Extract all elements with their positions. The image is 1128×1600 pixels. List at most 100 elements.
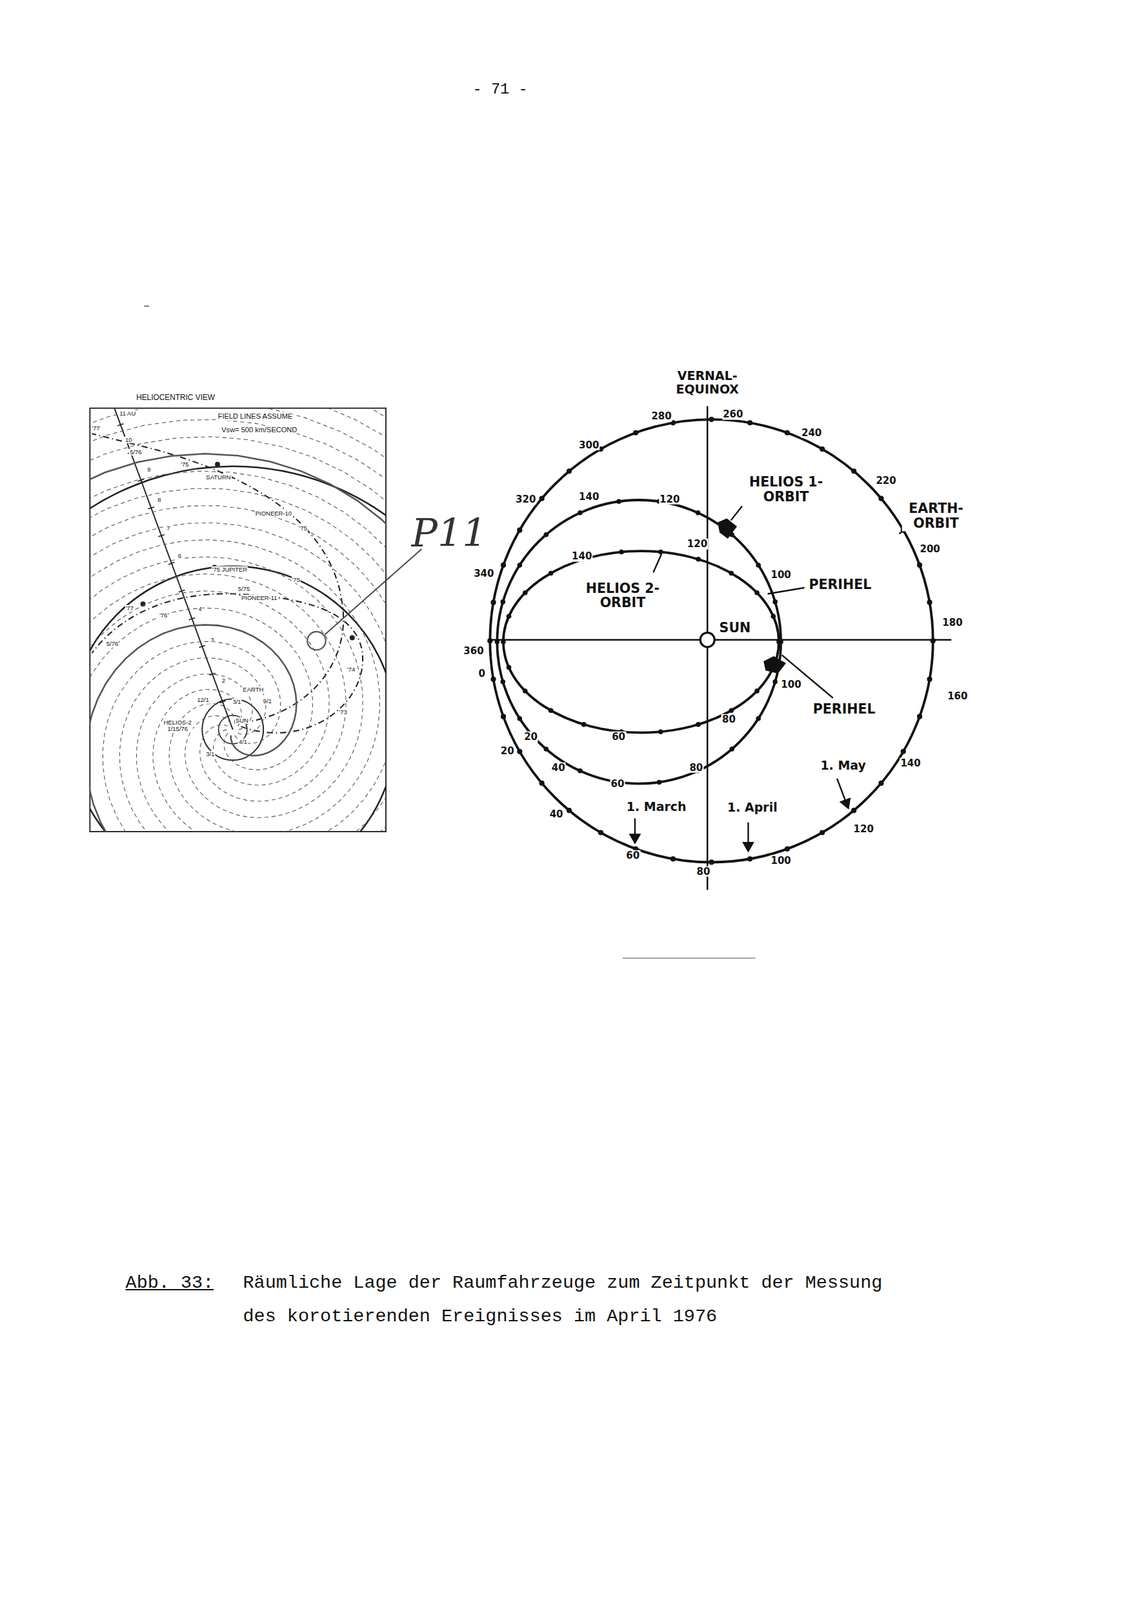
orbit-dot (494, 639, 501, 645)
scale-tick (158, 534, 164, 537)
orbit-dot (695, 556, 701, 563)
label: 1. May (819, 758, 867, 773)
label: 120 (686, 538, 708, 550)
label: 2 (221, 677, 226, 685)
orbit-dot (500, 679, 506, 685)
orbit-dot (539, 780, 545, 786)
orbit-dot (516, 749, 523, 755)
orbit-dot (506, 613, 512, 619)
label: 140 (571, 551, 593, 563)
orbit-dot (543, 532, 549, 538)
field-line (89, 408, 386, 832)
orbit-dot (516, 527, 523, 534)
orbit-dot (754, 590, 760, 596)
orbit-dot (729, 532, 735, 538)
label: HELIOS-2 1/15/76 (162, 718, 193, 733)
label: 9 (146, 465, 152, 473)
label: 60 (611, 731, 626, 743)
axis (487, 638, 952, 641)
label: 100 (769, 569, 792, 581)
orbit-dot (500, 599, 506, 605)
label: 4 (197, 605, 202, 613)
scale-tick (117, 423, 124, 426)
orbit-dot (633, 430, 639, 436)
label: 40 (549, 809, 564, 821)
label: 140 (899, 758, 921, 770)
orbit-dot (658, 549, 664, 555)
orbit-dot (517, 562, 523, 568)
label: SUN (718, 620, 752, 636)
scale-tick (138, 479, 144, 482)
orbit-dot (770, 613, 776, 619)
label: '75 (180, 461, 190, 468)
orbit-dot (598, 829, 604, 836)
orbit-dot (566, 468, 572, 474)
label: HELIOS 1- ORBIT (743, 475, 829, 505)
label: 80 (721, 714, 737, 726)
scale-tick (189, 617, 195, 620)
orbit-dot (500, 639, 506, 645)
orbit-dot (548, 571, 554, 577)
orbit-dot (566, 807, 572, 814)
scale-tick (147, 507, 154, 510)
stray-mark (143, 305, 150, 308)
orbit-dot (695, 510, 701, 516)
label: 0 (477, 668, 486, 680)
scale-tick (168, 562, 175, 565)
label: 60 (625, 849, 641, 861)
label: 200 (918, 543, 941, 555)
label: 100 (780, 679, 802, 691)
label: 3/1 (205, 751, 215, 758)
pioneer-10-track (91, 433, 344, 723)
label: 100 (769, 855, 792, 867)
label: '75 (298, 525, 308, 532)
orbit-dot (670, 856, 676, 862)
field-line (89, 408, 386, 832)
orbit-dot (539, 496, 545, 502)
orbit-dot (658, 729, 664, 735)
label: 140 (578, 491, 600, 503)
label: 80 (695, 866, 711, 878)
label: 300 (578, 439, 600, 451)
label: 120 (658, 493, 681, 505)
sun-symbol (700, 633, 715, 648)
orbit-dot (755, 562, 761, 568)
label: 40 (551, 762, 566, 774)
label: '73 (338, 709, 348, 716)
label: '77 (91, 425, 101, 432)
orbit-dot (784, 430, 790, 436)
label: 340 (473, 568, 495, 580)
orbit-dot (776, 639, 782, 645)
orbit-dot (900, 749, 907, 755)
helios-1-orbit (496, 500, 781, 785)
field-line (89, 453, 386, 832)
label: 160 (946, 691, 968, 703)
orbit-dot (916, 562, 923, 568)
orbit-dot (728, 571, 734, 577)
field-line (89, 408, 386, 832)
orbit-dot (522, 688, 528, 694)
label: 12/1 (196, 696, 210, 704)
orbit-dot (729, 746, 735, 752)
field-line (89, 408, 386, 832)
orbit-dot (522, 590, 528, 596)
field-line (89, 419, 386, 832)
label: 360 (462, 645, 484, 657)
pioneer-11-track (91, 593, 363, 734)
label: SUN (234, 717, 250, 725)
jupiter-orbit (89, 566, 386, 832)
orbit-dot (728, 707, 734, 714)
label: 5/76 (129, 449, 142, 456)
subfigure-title: HELIOCENTRIC VIEW (135, 393, 216, 403)
label: 20 (500, 745, 515, 757)
label: EARTH- ORBIT (901, 502, 970, 532)
page-number: - 71 - (471, 81, 528, 99)
label: '75 (291, 576, 301, 583)
orbit-dot (878, 496, 884, 502)
label: 20 (523, 731, 539, 743)
figure-number: Abb. 33: (125, 1266, 215, 1301)
helios-2-orbit (503, 551, 779, 734)
orbit-dot (784, 846, 790, 852)
